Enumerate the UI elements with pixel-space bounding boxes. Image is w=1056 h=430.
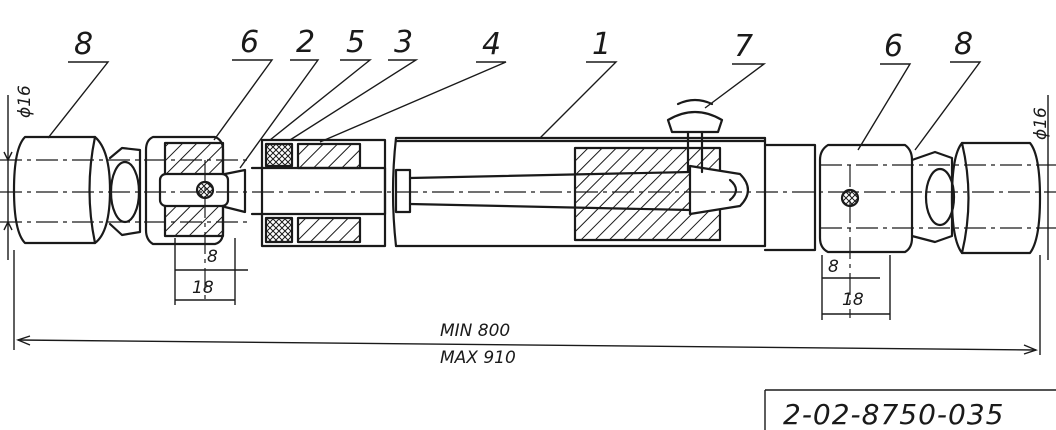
cylinder-tube	[391, 136, 817, 252]
callout-4: 4	[482, 27, 501, 62]
callout-5: 5	[346, 25, 365, 60]
callout-8-right: 8	[954, 27, 973, 62]
length-min-label: MIN 800	[440, 321, 510, 341]
fitting-7	[666, 98, 724, 174]
right-fork	[818, 143, 914, 254]
left-pin-offset-label: 8	[207, 247, 218, 267]
right-fork-width-label: 18	[842, 290, 864, 310]
right-pin-offset-label: 8	[828, 257, 839, 277]
diameter-left-label: ϕ16	[15, 85, 35, 118]
dimension-labels: ϕ16 ϕ16 8 18 8 18 MIN 800 MAX 910	[15, 85, 1051, 368]
length-max-label: MAX 910	[440, 348, 516, 368]
gland-housing	[260, 138, 387, 248]
leader-lines	[47, 59, 982, 169]
left-fork	[144, 135, 230, 246]
dimension-lines	[3, 95, 1056, 430]
callout-3: 3	[394, 25, 413, 60]
drawing-number: 2-02-8750-035	[783, 398, 1004, 430]
right-end-fitting	[910, 141, 1042, 255]
center-lines	[0, 159, 1056, 318]
callout-8-left: 8	[74, 27, 93, 62]
callout-1: 1	[592, 27, 611, 62]
callout-2: 2	[296, 25, 315, 60]
left-fork-width-label: 18	[192, 278, 214, 298]
callout-7: 7	[734, 29, 753, 64]
callouts: 8 6 2 5 3 4 1 7 6 8	[74, 25, 973, 64]
callout-6-right: 6	[884, 29, 903, 64]
diameter-right-label: ϕ16	[1031, 107, 1051, 140]
callout-6-left: 6	[240, 25, 259, 60]
left-end-fitting	[12, 135, 142, 245]
